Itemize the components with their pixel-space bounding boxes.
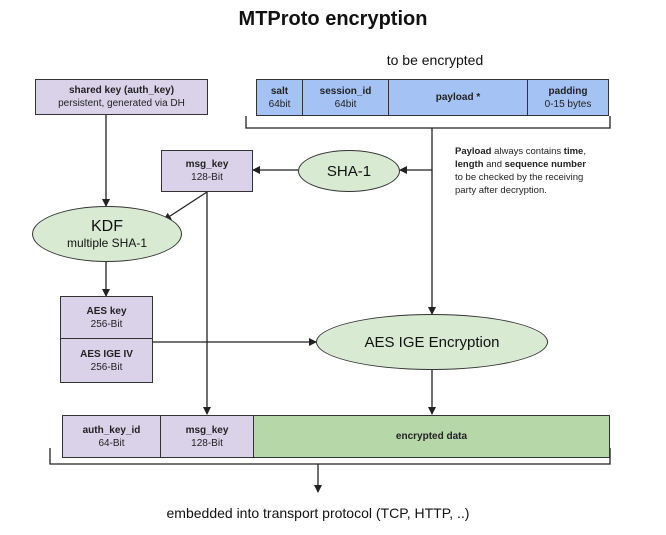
aes-iv-size: 256-Bit (90, 361, 123, 373)
plaintext-to-sha1-arrow (399, 128, 433, 174)
output-msg-key-name: msg_key (185, 424, 229, 436)
aes-iv-box: AES IGE IV 256-Bit (60, 338, 153, 383)
kdf-ellipse: KDF multiple SHA-1 (32, 206, 182, 262)
kdf-desc: multiple SHA-1 (66, 236, 148, 250)
note-and: and (483, 159, 505, 170)
note-text-3: party after decryption. (455, 185, 547, 196)
msgkey-to-kdf-arrow (163, 191, 208, 221)
aes-key-box: AES key 256-Bit (60, 296, 153, 339)
note-text-1: always contains (491, 146, 564, 157)
msg-key-name: msg_key (185, 159, 229, 170)
aes-ige-label: AES IGE Encryption (364, 333, 500, 351)
padding-size: 0-15 bytes (544, 98, 592, 110)
aes-key-size: 256-Bit (90, 318, 123, 330)
aes-ige-ellipse: AES IGE Encryption (316, 314, 548, 370)
aes-key-name: AES key (86, 305, 127, 317)
sha1-label: SHA-1 (326, 162, 372, 180)
session-id-name: session_id (319, 85, 372, 97)
output-bracket (49, 448, 611, 465)
plaintext-session-id: session_id 64bit (302, 79, 389, 116)
note-length: length (455, 159, 484, 170)
msg-key-box: msg_key 128-Bit (161, 150, 253, 192)
transport-caption: embedded into transport protocol (TCP, H… (166, 505, 470, 521)
shared-key-name: shared key (auth_key) (68, 85, 175, 96)
note-payload: Payload (455, 146, 492, 157)
session-id-size: 64bit (334, 98, 357, 110)
diagram-title: MTProto encryption (238, 8, 428, 30)
salt-name: salt (270, 85, 289, 97)
encrypted-data-name: encrypted data (395, 431, 468, 442)
note-comma: , (583, 146, 586, 157)
output-encrypted-data: encrypted data (253, 415, 610, 458)
salt-size: 64bit (268, 98, 291, 110)
padding-name: padding (548, 85, 588, 97)
output-msg-key-size: 128-Bit (191, 437, 223, 449)
to-be-encrypted-label: to be encrypted (386, 52, 484, 68)
auth-key-id-size: 64-Bit (98, 437, 125, 449)
output-auth-key-id: auth_key_id 64-Bit (62, 415, 161, 458)
payload-note: Payload always contains time, length and… (455, 145, 645, 197)
msg-key-size: 128-Bit (191, 172, 223, 183)
output-msg-key: msg_key 128-Bit (160, 415, 254, 458)
sha1-ellipse: SHA-1 (298, 150, 400, 192)
note-text-2: to be checked by the receiving (455, 172, 584, 183)
auth-key-id-name: auth_key_id (82, 424, 141, 436)
shared-key-desc: persistent, generated via DH (58, 98, 185, 109)
plaintext-padding: padding 0-15 bytes (527, 79, 609, 116)
note-seqno: sequence number (504, 159, 586, 170)
plaintext-salt: salt 64bit (256, 79, 303, 116)
payload-name: payload * (435, 92, 481, 103)
plaintext-bracket (245, 116, 611, 129)
note-time: time (563, 146, 584, 157)
aes-iv-name: AES IGE IV (80, 348, 133, 360)
kdf-name: KDF (91, 218, 123, 235)
plaintext-payload: payload * (388, 79, 528, 116)
shared-key-box: shared key (auth_key) persistent, genera… (35, 79, 208, 115)
